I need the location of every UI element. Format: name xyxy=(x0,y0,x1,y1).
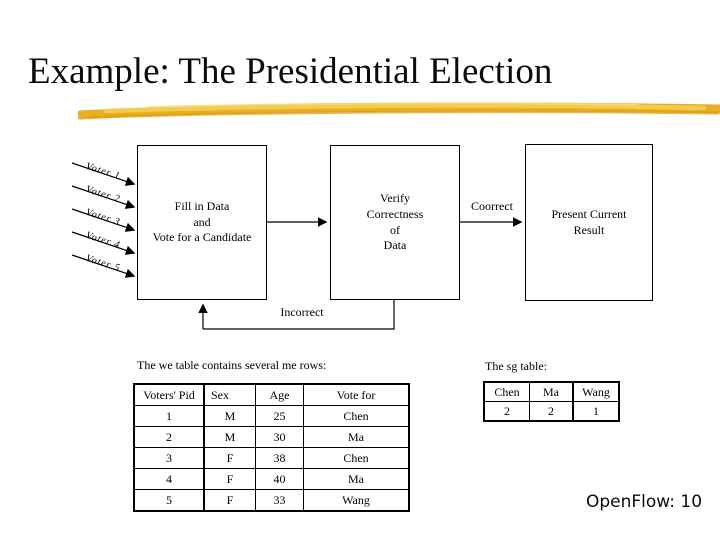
flow-box-line: Vote for a Candidate xyxy=(152,230,252,245)
voter-arrow-label-2: Voter 2 xyxy=(84,183,122,206)
cell-votefor: Chen xyxy=(303,405,410,427)
cell-pid: 3 xyxy=(133,447,205,469)
flow-box-line: of xyxy=(390,222,400,237)
sg-header-ma: Ma xyxy=(529,381,574,402)
vote-table-row: 5 F 33 Wang xyxy=(133,489,410,512)
sg-table-value-row: 2 2 1 xyxy=(483,401,620,422)
cell-age: 40 xyxy=(255,468,304,490)
cell-age: 38 xyxy=(255,447,304,469)
flow-box-line: Present Current xyxy=(551,206,627,221)
cell-sex: F xyxy=(203,468,256,490)
vote-header-votefor: Vote for xyxy=(303,383,410,406)
flow-box-line: Correctness xyxy=(366,206,424,221)
vote-table-row: 4 F 40 Ma xyxy=(133,468,410,490)
gold-swoosh-underline xyxy=(78,102,720,120)
vote-header-pid: Voters' Pid xyxy=(133,383,205,406)
page-title: Example: The Presidential Election xyxy=(28,51,553,92)
flow-box-present-result: Present Current Result xyxy=(525,144,653,301)
vote-header-age: Age xyxy=(255,383,304,406)
voter-arrow-label-4: Voter 4 xyxy=(84,229,122,252)
sg-value-chen: 2 xyxy=(483,401,530,422)
cell-votefor: Ma xyxy=(303,426,410,448)
sg-value-ma: 2 xyxy=(529,401,574,422)
sg-value-wang: 1 xyxy=(572,401,620,422)
sg-header-chen: Chen xyxy=(483,381,530,402)
cell-pid: 1 xyxy=(133,405,205,427)
cell-sex: F xyxy=(203,447,256,469)
flow-box-fill-in-data: Fill in Data and Vote for a Candidate xyxy=(137,145,267,300)
cell-pid: 2 xyxy=(133,426,205,448)
flow-box-verify-correctness: Verify Correctness of Data xyxy=(330,145,460,300)
voter-arrow-label-5: Voter 5 xyxy=(84,252,122,275)
edge-label-incorrect: Incorrect xyxy=(280,305,324,319)
flow-box-line: Data xyxy=(383,238,407,253)
cell-sex: M xyxy=(203,405,256,427)
vote-header-sex: Sex xyxy=(203,383,256,406)
cell-votefor: Chen xyxy=(303,447,410,469)
voter-arrow-label-1: Voter 1 xyxy=(84,160,122,183)
sg-table: Chen Ma Wang 2 2 1 xyxy=(483,381,620,422)
sg-table-header-row: Chen Ma Wang xyxy=(483,381,620,402)
cell-age: 30 xyxy=(255,426,304,448)
cell-votefor: Ma xyxy=(303,468,410,490)
sg-table-caption: The sg table: xyxy=(485,359,547,373)
vote-table-header-row: Voters' Pid Sex Age Vote for xyxy=(133,383,410,406)
flow-box-line: and xyxy=(193,214,211,229)
sg-header-wang: Wang xyxy=(572,381,620,402)
vote-table-row: 1 M 25 Chen xyxy=(133,405,410,427)
flow-box-line: Fill in Data xyxy=(174,198,230,213)
flow-box-line: Result xyxy=(573,222,605,237)
voter-arrow-label-3: Voter 3 xyxy=(84,206,122,229)
cell-pid: 5 xyxy=(133,489,205,512)
slide-footer-page-number: OpenFlow: 10 xyxy=(586,492,703,512)
cell-sex: F xyxy=(203,489,256,512)
vote-table-row: 2 M 30 Ma xyxy=(133,426,410,448)
cell-pid: 4 xyxy=(133,468,205,490)
edge-label-correct: Coorrect xyxy=(471,199,513,213)
flow-box-line: Verify xyxy=(380,190,410,205)
cell-votefor: Wang xyxy=(303,489,410,512)
vote-table-caption: The we table contains several me rows: xyxy=(137,358,327,372)
vote-table: Voters' Pid Sex Age Vote for 1 M 25 Chen… xyxy=(133,383,410,512)
cell-sex: M xyxy=(203,426,256,448)
vote-table-row: 3 F 38 Chen xyxy=(133,447,410,469)
cell-age: 25 xyxy=(255,405,304,427)
cell-age: 33 xyxy=(255,489,304,512)
